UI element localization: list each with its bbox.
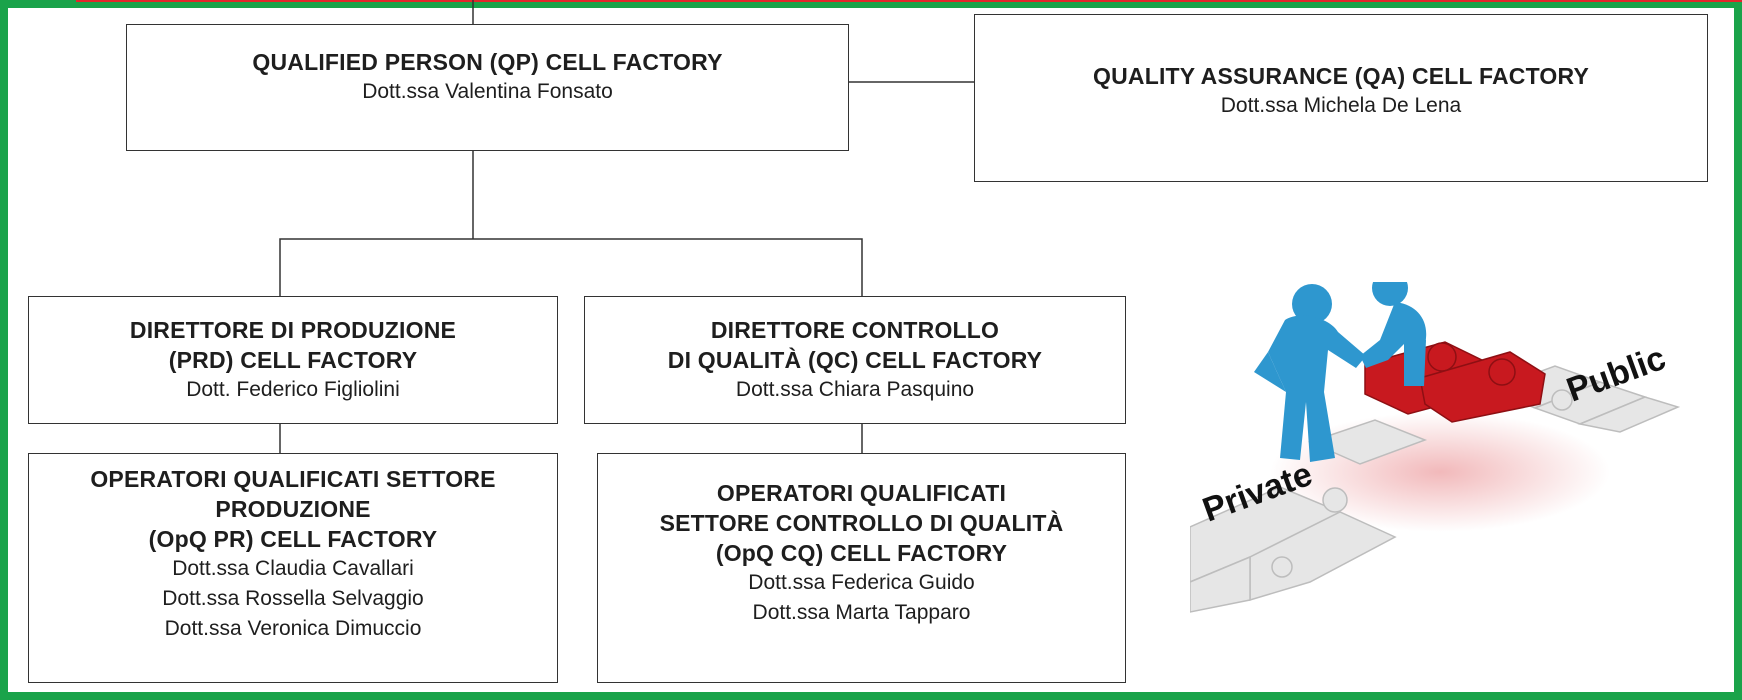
opq-pr-title-line-2: PRODUZIONE [215,496,371,522]
opq-pr-person-2: Dott.ssa Rossella Selvaggio [162,587,424,610]
qc-title-line-2: DI QUALITÀ (QC) CELL FACTORY [667,347,1043,373]
qa-box: QUALITY ASSURANCE (QA) CELL FACTORY Dott… [974,14,1708,182]
opq-pr-box: OPERATORI QUALIFICATI SETTORE PRODUZIONE… [28,453,558,683]
qp-box: QUALIFIED PERSON (QP) CELL FACTORY Dott.… [126,24,849,151]
qc-title-line-1: DIRETTORE CONTROLLO [710,317,1000,343]
opq-cq-person-1: Dott.ssa Federica Guido [748,571,975,594]
opq-cq-box: OPERATORI QUALIFICATI SETTORE CONTROLLO … [597,453,1126,683]
qp-person: Dott.ssa Valentina Fonsato [362,80,613,103]
opq-pr-title-line-3: (OpQ PR) CELL FACTORY [148,526,438,552]
prd-box: DIRETTORE DI PRODUZIONE (PRD) CELL FACTO… [28,296,558,424]
qc-box: DIRETTORE CONTROLLO DI QUALITÀ (QC) CELL… [584,296,1126,424]
opq-cq-title-line-1: OPERATORI QUALIFICATI [716,480,1007,506]
opq-pr-title-line-1: OPERATORI QUALIFICATI SETTORE [90,466,496,492]
qa-title: QUALITY ASSURANCE (QA) CELL FACTORY [1093,63,1589,89]
prd-person: Dott. Federico Figliolini [186,378,400,401]
teamwork-puzzle-icon: Private Public [1189,270,1681,617]
prd-title-line-2: (PRD) CELL FACTORY [168,347,418,373]
connector-branch [279,238,863,296]
opq-cq-title-line-3: (OpQ CQ) CELL FACTORY [715,540,1008,566]
qa-person: Dott.ssa Michela De Lena [1220,94,1462,117]
opq-cq-title-line-2: SETTORE CONTROLLO DI QUALITÀ [659,510,1064,536]
opq-pr-person-1: Dott.ssa Claudia Cavallari [172,557,414,580]
qc-person: Dott.ssa Chiara Pasquino [735,378,975,401]
top-accent-line [76,0,1742,2]
opq-pr-person-3: Dott.ssa Veronica Dimuccio [164,617,422,640]
qp-title: QUALIFIED PERSON (QP) CELL FACTORY [252,49,723,75]
prd-title-line-1: DIRETTORE DI PRODUZIONE [129,317,457,343]
opq-cq-person-2: Dott.ssa Marta Tapparo [752,601,971,624]
